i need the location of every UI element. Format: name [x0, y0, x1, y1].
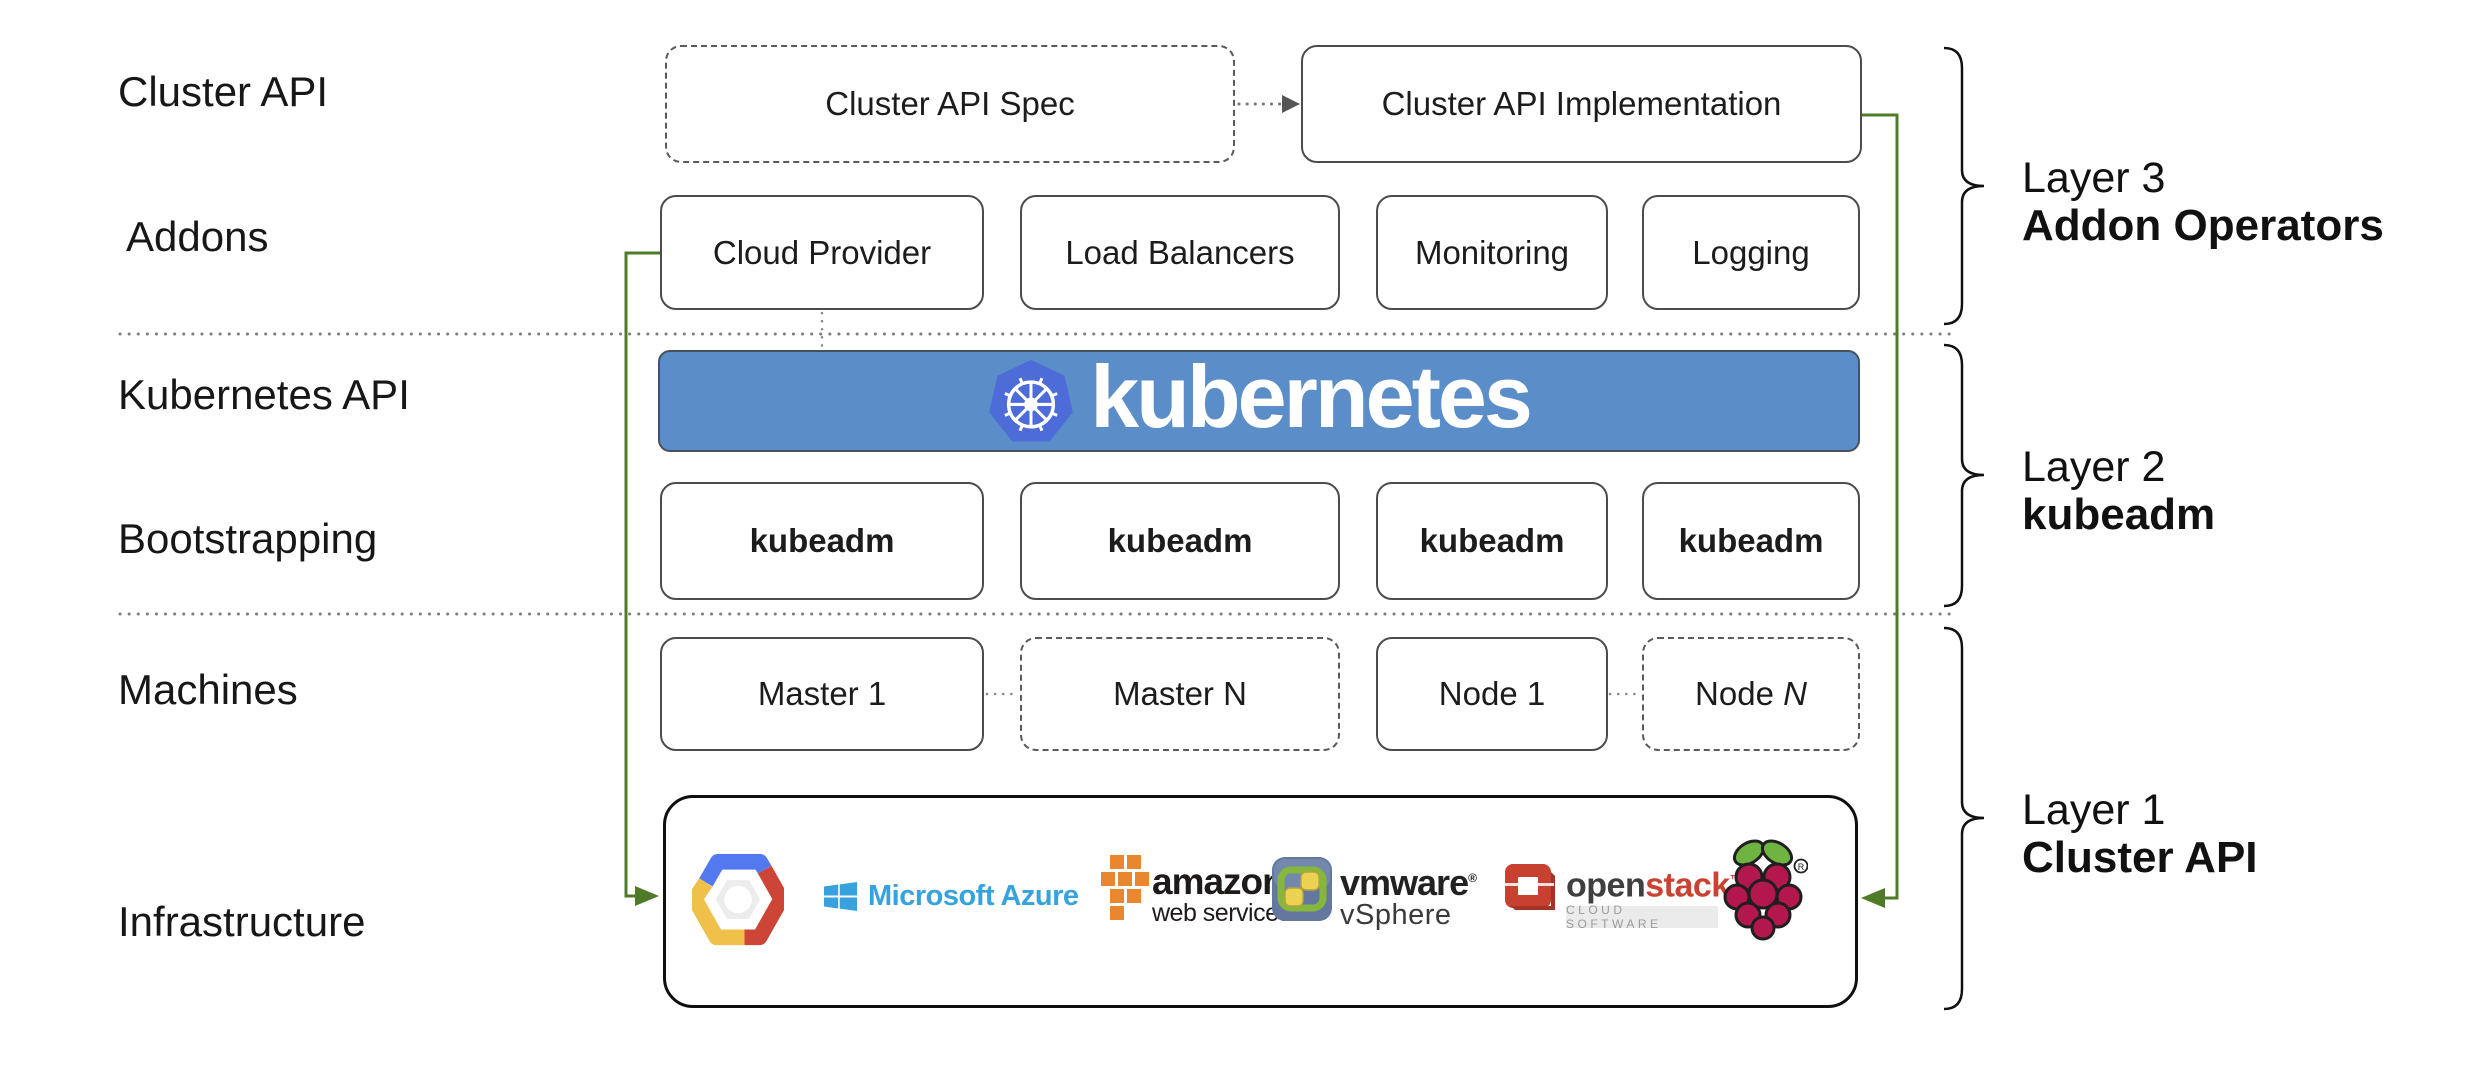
- cloudprovider-to-infra-green-line: [624, 251, 660, 898]
- google-cloud-logo: [692, 853, 784, 946]
- cluster-api-implementation-box: Cluster API Implementation: [1301, 45, 1862, 163]
- layer2-brace: [1943, 343, 1985, 608]
- vmware-wordmark-line1: vmware®: [1340, 862, 1477, 903]
- layer-1-subtitle: Cluster API: [2022, 833, 2258, 882]
- infrastructure-box: [663, 795, 1858, 1008]
- layer-2-subtitle: kubeadm: [2022, 490, 2216, 539]
- row-label-infrastructure: Infrastructure: [118, 898, 366, 945]
- addon-cloud-provider-box: Cloud Provider: [660, 195, 984, 310]
- master-1-box: Master 1: [660, 637, 984, 751]
- cluster-api-spec-box: Cluster API Spec: [665, 45, 1235, 163]
- impl-to-infra-green-line: [1862, 113, 1899, 900]
- row-label-addons: Addons: [126, 213, 269, 260]
- kubeadm-box-2: kubeadm: [1020, 482, 1340, 600]
- kubeadm-box-3: kubeadm: [1376, 482, 1608, 600]
- row-label-cluster-api: Cluster API: [118, 68, 329, 115]
- node-n-box: Node N: [1642, 637, 1860, 751]
- spec-to-impl-arrowhead: [1282, 95, 1300, 113]
- node-n-label-n: N: [1783, 675, 1807, 712]
- openstack-icon: [1502, 864, 1555, 910]
- aws-wordmark-line1: amazon: [1152, 861, 1285, 902]
- azure-logo: Microsoft Azure: [824, 880, 1079, 912]
- addon-monitoring-box: Monitoring: [1376, 195, 1608, 310]
- aws-cubes-icon: [1101, 855, 1149, 920]
- vmware-registered-mark: ®: [1468, 871, 1477, 885]
- cloudprovider-to-infra-arrowhead: [635, 886, 659, 906]
- layer-2-title: Layer 2: [2022, 443, 2166, 491]
- layer-1-title: Layer 1: [2022, 786, 2166, 834]
- openstack-subtitle: CLOUD SOFTWARE: [1566, 903, 1718, 931]
- azure-windows-icon: [824, 881, 857, 911]
- addon-load-balancers-box: Load Balancers: [1020, 195, 1340, 310]
- addon-logging-box: Logging: [1642, 195, 1860, 310]
- layer-3-title: Layer 3: [2022, 154, 2166, 202]
- impl-to-infra-arrowhead: [1861, 888, 1885, 908]
- openstack-wordmark-line1: openstack™: [1566, 862, 1743, 903]
- vmware-wordmark-line2: vSphere: [1340, 899, 1452, 931]
- layer1-brace: [1943, 626, 1985, 1011]
- kubeadm-box-4: kubeadm: [1642, 482, 1860, 600]
- svg-text:R: R: [1798, 862, 1805, 872]
- vmware-vsphere-icon: [1272, 857, 1332, 921]
- layer3-brace: [1943, 46, 1985, 326]
- row-label-bootstrapping: Bootstrapping: [118, 515, 378, 562]
- layer-3-subtitle: Addon Operators: [2022, 201, 2384, 250]
- layer-2-label: Layer 2 kubeadm: [2022, 443, 2215, 539]
- node-n-label-prefix: Node: [1695, 675, 1784, 712]
- kubernetes-logo-icon: [989, 359, 1074, 442]
- openstack-wordmark: openstack™ CLOUD SOFTWARE: [1566, 862, 1743, 931]
- kubernetes-wordmark: kubernetes: [1090, 347, 1533, 446]
- node-1-box: Node 1: [1376, 637, 1608, 751]
- row-label-kubernetes-api: Kubernetes API: [118, 371, 410, 418]
- kubeadm-box-1: kubeadm: [660, 482, 984, 600]
- row-label-machines: Machines: [118, 666, 298, 713]
- aws-wordmark-line2: web services: [1152, 899, 1291, 927]
- master-n-box: Master N: [1020, 637, 1340, 751]
- vmware-wordmark: vmware® vSphere: [1340, 861, 1477, 931]
- raspberry-pi-logo: R: [1723, 839, 1808, 941]
- azure-wordmark: Microsoft Azure: [868, 880, 1079, 912]
- aws-wordmark: amazon web services: [1152, 861, 1291, 927]
- layer-3-label: Layer 3 Addon Operators: [2022, 154, 2384, 250]
- layer-1-label: Layer 1 Cluster API: [2022, 786, 2258, 882]
- kubernetes-banner: kubernetes: [658, 350, 1860, 452]
